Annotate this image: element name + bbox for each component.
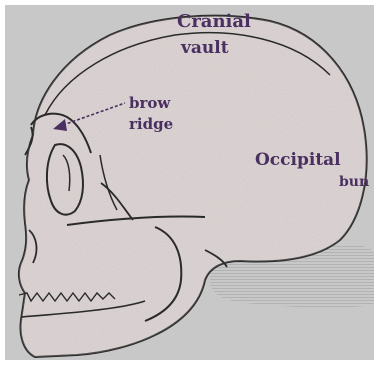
label-cranial-vault-line1: Cranial <box>177 11 251 32</box>
diagram-canvas: Cranial vault brow ridge Occipital bun <box>5 5 374 360</box>
skull-diagram: Cranial vault brow ridge Occipital bun <box>5 5 374 360</box>
label-brow-ridge-line2: ridge <box>129 115 173 133</box>
label-occipital-bun-line2: bun <box>339 174 369 190</box>
label-occipital-bun-line1: Occipital <box>255 150 341 170</box>
label-cranial-vault-line2: vault <box>180 38 229 58</box>
label-brow-ridge-line1: brow <box>129 94 171 112</box>
